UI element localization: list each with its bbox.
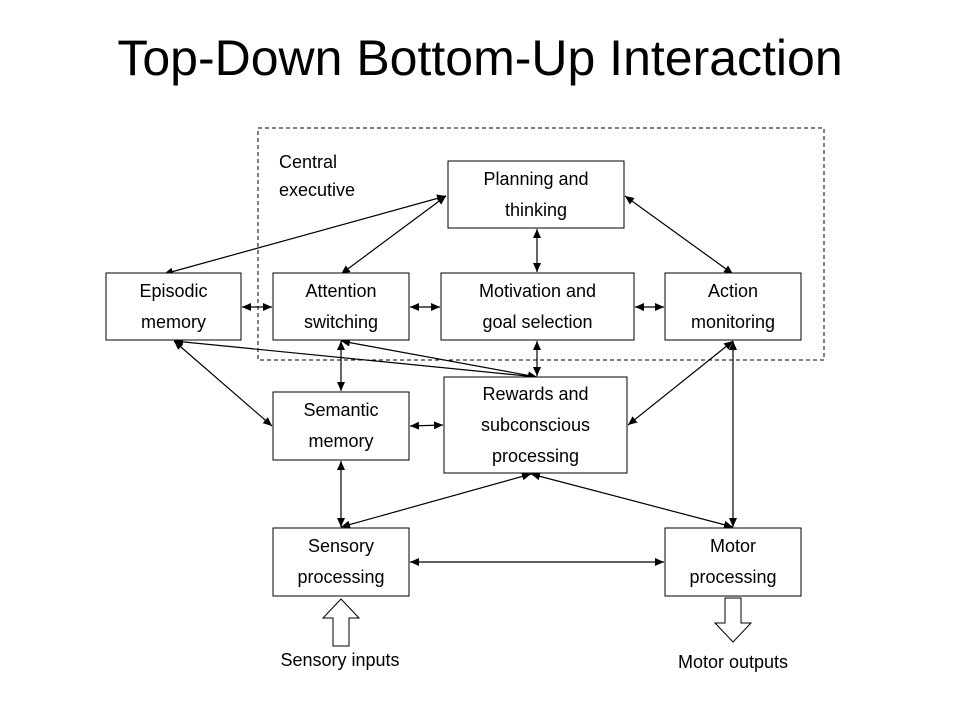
motor-label: Motor processing bbox=[689, 536, 777, 587]
arrow-attention-rewards bbox=[340, 338, 538, 380]
action-box bbox=[664, 272, 802, 341]
sensory-box bbox=[272, 527, 410, 597]
motor-outputs-label: Motor outputs bbox=[677, 652, 789, 672]
sensory-inputs-label: Sensory inputs bbox=[280, 650, 400, 670]
arrow-episodic-rewards bbox=[173, 337, 538, 381]
arrow-rewards-sensory bbox=[340, 472, 532, 529]
motivation-box bbox=[440, 272, 635, 341]
arrow-semantic-rewards bbox=[409, 421, 444, 430]
episodic-label: Episodic memory bbox=[139, 280, 208, 332]
semantic-label: Semantic memory bbox=[303, 400, 379, 451]
sensory-input-arrow bbox=[321, 598, 361, 647]
arrow-planning-episodic bbox=[163, 194, 447, 276]
arrow-action-rewards bbox=[627, 340, 734, 426]
rewards-box bbox=[443, 376, 628, 474]
action-label: Action monitoring bbox=[690, 280, 776, 332]
arrow-rewards-motor bbox=[530, 472, 734, 529]
arrow-planning-action bbox=[624, 195, 734, 275]
episodic-box bbox=[105, 272, 242, 341]
planning-box bbox=[447, 160, 625, 229]
motor-output-arrow bbox=[713, 597, 753, 643]
attention-box bbox=[272, 272, 410, 341]
sensory-label: Sensory processing bbox=[297, 536, 385, 587]
connection-arrows bbox=[163, 194, 737, 566]
slide-title: Top-Down Bottom-Up Interaction bbox=[117, 30, 843, 86]
motor-box bbox=[664, 527, 802, 597]
central-executive-label: Central executive bbox=[279, 152, 356, 200]
attention-label: Attention switching bbox=[303, 280, 379, 332]
process-boxes bbox=[105, 160, 802, 597]
arrow-planning-attention bbox=[340, 195, 447, 275]
arrow-episodic-semantic bbox=[173, 340, 273, 427]
planning-label: Planning and thinking bbox=[483, 168, 589, 220]
semantic-box bbox=[272, 391, 410, 461]
rewards-label: Rewards and subconscious processing bbox=[480, 383, 591, 466]
motivation-label: Motivation and goal selection bbox=[478, 280, 597, 332]
